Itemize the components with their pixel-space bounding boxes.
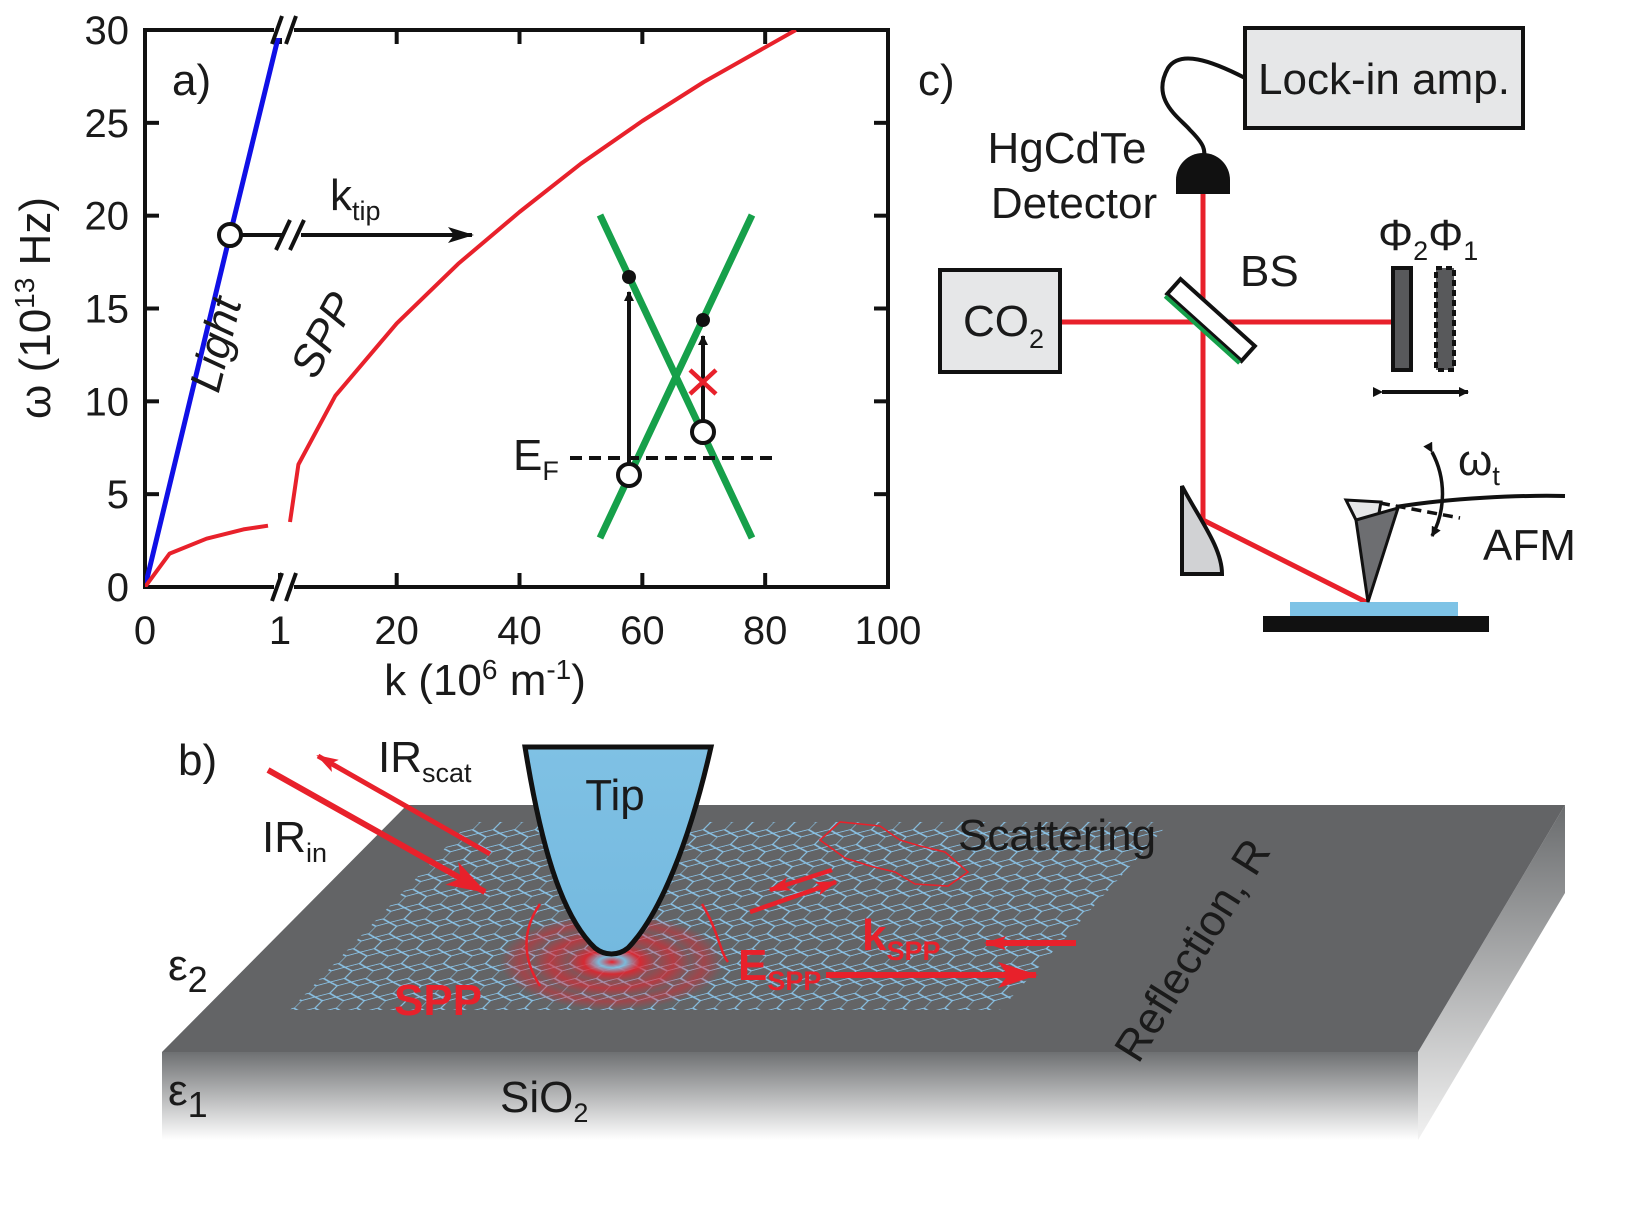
light-curve-label: Light (181, 291, 252, 397)
series-spp-line (145, 523, 269, 587)
x-tick-label: 80 (743, 609, 788, 653)
panel-b-illustration: b) Tip IRin IRscat Scattering kSPP ESPP … (162, 733, 1565, 1140)
detector-cable (1160, 56, 1246, 159)
panel-a-dispersion-plot: 0 5 10 15 20 25 30 0 1 20 40 60 80 100 a) ω (1013 Hz)… (9, 9, 921, 705)
spp-wavefront-left (525, 903, 542, 987)
afm-probe-tip (522, 744, 715, 957)
spp-wavefront-right (700, 903, 730, 963)
fermi-level-label: EF (513, 431, 559, 486)
afm-tip (1354, 505, 1401, 603)
y-tick-label: 0 (107, 566, 129, 610)
slab-front-face (162, 1052, 1418, 1140)
panel-a-label: a) (172, 56, 211, 105)
spp-curve-label: SPP (281, 284, 366, 385)
epsilon2-label: ε2 (168, 941, 208, 1000)
scatter-arrow-back (768, 867, 833, 893)
espp-label: ESPP (738, 941, 821, 996)
afm-cantilever (1395, 493, 1566, 509)
epsilon1-label: ε1 (168, 1066, 208, 1125)
laser-beams (1062, 194, 1392, 606)
x-tick-label: 1 (269, 609, 291, 653)
tapping-frequency-label: ωt (1458, 436, 1500, 491)
tip-label: Tip (585, 771, 645, 820)
y-tick-label: 30 (85, 9, 130, 53)
beam-to-sample (1201, 517, 1370, 606)
near-field-spot (500, 914, 724, 1010)
filled-state-2 (696, 313, 710, 327)
ktip-break-mark (274, 219, 306, 251)
co2-laser-box (938, 268, 1062, 374)
kspp-label: kSPP (862, 911, 941, 966)
ir-scattered-arrow (316, 753, 492, 857)
panel-c-setup: c) Lock-in amp. HgCdTe Detector CO2 BS Φ… (918, 26, 1576, 632)
plot-area-border (143, 28, 890, 589)
y-tick-label: 5 (107, 473, 129, 517)
ir-incident-arrow (266, 767, 487, 895)
empty-state-1 (616, 462, 642, 488)
scattering-label: Scattering (958, 811, 1156, 860)
x-tick-label: 60 (620, 609, 665, 653)
afm-cantilever-ghost (1379, 501, 1461, 520)
forbidden-cross-icon (688, 368, 718, 396)
y-tick-label: 10 (85, 380, 130, 424)
lockin-box (1243, 26, 1525, 130)
detector-label-line2: Detector (991, 179, 1157, 228)
empty-state-2 (690, 419, 716, 445)
tick-marks (143, 28, 890, 589)
detector-icon (1176, 153, 1230, 194)
phase-label: Φ2Φ1 (1378, 211, 1478, 266)
series-spp-line (288, 30, 797, 523)
lockin-label: Lock-in amp. (1258, 55, 1510, 104)
co2-laser-label: CO2 (963, 297, 1044, 354)
filled-state-1 (622, 270, 636, 284)
x-tick-label: 0 (134, 609, 156, 653)
ir-scat-label: IRscat (378, 733, 472, 788)
x-axis-label: k (106 m-1) (384, 654, 586, 705)
spp-label: SPP (394, 976, 482, 1025)
substrate-label: SiO2 (500, 1073, 588, 1128)
panel-b-label: b) (178, 736, 217, 785)
detector-label-line1: HgCdTe (988, 124, 1147, 173)
x-tick-label: 100 (855, 609, 922, 653)
x-tick-label: 20 (374, 609, 419, 653)
tick-labels: 0 5 10 15 20 25 30 0 1 20 40 60 80 100 (85, 9, 922, 653)
axis-break-slashes (270, 572, 298, 602)
axis-break-marks (270, 15, 298, 602)
axis-break-slashes (270, 15, 298, 45)
plot-frame (143, 28, 890, 589)
y-tick-label: 15 (85, 288, 130, 332)
light-spp-crossing-marker (217, 222, 243, 248)
scatter-arrow-forward (749, 879, 838, 915)
sample-substrate (1263, 616, 1489, 632)
parabolic-mirror (1180, 485, 1225, 576)
y-axis-label: ω (1013 Hz) (9, 197, 60, 419)
panel-c-label: c) (918, 56, 955, 105)
y-tick-label: 25 (85, 102, 130, 146)
dirac-cone-inset: EF (513, 213, 775, 540)
beam-splitter-label: BS (1240, 247, 1299, 296)
mirror-phi2 (1391, 266, 1413, 372)
tapping-arrow (1423, 441, 1445, 537)
beam-splitter (1163, 276, 1258, 365)
mirror-phi1 (1434, 266, 1456, 372)
ir-in-label: IRin (262, 813, 327, 868)
x-tick-label: 40 (497, 609, 542, 653)
slab-right-face (1418, 805, 1565, 1140)
sample-film (1290, 602, 1458, 616)
ktip-label: ktip (330, 171, 381, 226)
y-tick-label: 20 (85, 195, 130, 239)
scattering-defect-region (818, 821, 970, 887)
afm-label: AFM (1483, 521, 1576, 570)
